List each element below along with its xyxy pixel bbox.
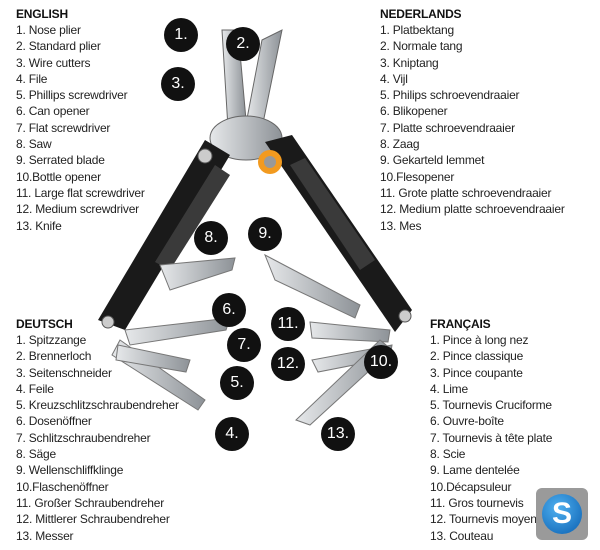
list-item: 4. File — [16, 71, 48, 86]
list-item: 4. Lime — [430, 381, 468, 396]
list-item: 4. Feile — [16, 381, 54, 396]
list-item: 10.Flaschenöffner — [16, 479, 109, 494]
list-item: 8. Säge — [16, 447, 56, 462]
list-item: 11. Gros tournevis — [430, 495, 524, 510]
list-item: 13. Mes — [380, 218, 422, 233]
list-item: 12. Medium platte schroevendraaier — [380, 202, 565, 217]
list-item: 1. Platbektang — [380, 23, 454, 37]
list-item: 2. Normale tang — [380, 39, 463, 54]
callout-6: 6. — [212, 293, 246, 327]
list-item: 9. Lame dentelée — [430, 463, 520, 478]
list-item: 12. Mittlerer Schraubendreher — [16, 512, 170, 527]
list-item: 4. Vijl — [380, 71, 408, 86]
callout-8: 8. — [194, 221, 228, 255]
list-item: 9. Gekarteld lemmet — [380, 153, 485, 168]
callout-10: 10. — [364, 345, 398, 379]
list-item: 8. Saw — [16, 137, 52, 152]
list-title: DEUTSCH — [16, 317, 73, 331]
list-item: 9. Serrated blade — [16, 153, 105, 168]
list-item: 6. Can opener — [16, 104, 90, 119]
list-item: 13. Messer — [16, 528, 74, 543]
list-item: 6. Blikopener — [380, 104, 448, 119]
deutsch-list: DEUTSCH 1. Spitzzange 2. Brennerloch 3. … — [16, 316, 179, 544]
list-item: 11. Grote platte schroevendraaier — [380, 185, 552, 200]
list-item: 7. Tournevis à tête plate — [430, 430, 553, 445]
callout-7: 7. — [227, 328, 261, 362]
logo-mark: S — [542, 494, 582, 534]
handles — [98, 135, 412, 332]
list-item: 3. Wire cutters — [16, 55, 91, 70]
list-item: 2. Standard plier — [16, 39, 101, 54]
list-item: 12. Medium screwdriver — [16, 202, 139, 217]
list-item: 11. Large flat screwdriver — [16, 185, 145, 200]
callout-5: 5. — [220, 366, 254, 400]
list-title: ENGLISH — [16, 7, 68, 21]
list-item: 10.Flesopener — [380, 169, 455, 184]
list-item: 5. Phillips screwdriver — [16, 88, 128, 103]
callout-13: 13. — [321, 417, 355, 451]
list-item: 13. Knife — [16, 218, 62, 233]
list-item: 8. Zaag — [380, 137, 420, 152]
list-item: 1. Pince à long nez — [430, 333, 529, 347]
left-tools — [111, 257, 236, 411]
callout-3: 3. — [161, 67, 195, 101]
callout-4: 4. — [215, 417, 249, 451]
callout-2: 2. — [226, 27, 260, 61]
english-list: ENGLISH 1. Nose plier 2. Standard plier … — [16, 6, 145, 234]
list-title: FRANÇAIS — [430, 317, 491, 331]
list-item: 13. Couteau — [430, 528, 494, 543]
list-item: 11. Großer Schraubendreher — [16, 495, 164, 510]
callout-12: 12. — [271, 347, 305, 381]
francais-list: FRANÇAIS 1. Pince à long nez 2. Pince cl… — [430, 316, 552, 544]
list-item: 12. Tournevis moyen — [430, 512, 537, 527]
nederlands-list: NEDERLANDS 1. Platbektang 2. Normale tan… — [380, 6, 565, 234]
list-item: 1. Nose plier — [16, 23, 81, 37]
list-item: 8. Scie — [430, 447, 466, 462]
list-item: 5. Philips schroevendraaier — [380, 88, 520, 103]
list-item: 3. Pince coupante — [430, 365, 523, 380]
list-item: 2. Pince classique — [430, 349, 524, 364]
list-item: 7. Flat screwdriver — [16, 120, 111, 135]
brand-logo: S — [536, 488, 588, 540]
list-item: 3. Kniptang — [380, 55, 439, 70]
list-item: 1. Spitzzange — [16, 333, 87, 347]
list-item: 2. Brennerloch — [16, 349, 92, 364]
callout-9: 9. — [248, 217, 282, 251]
list-item: 10.Bottle opener — [16, 169, 101, 184]
list-item: 5. Kreuzschlitzschraubendreher — [16, 398, 179, 413]
list-item: 7. Platte schroevendraaier — [380, 120, 515, 135]
list-item: 9. Wellenschliffklinge — [16, 463, 124, 478]
list-item: 6. Dosenöffner — [16, 414, 92, 429]
list-item: 6. Ouvre-boîte — [430, 414, 504, 429]
list-item: 7. Schlitzschraubendreher — [16, 430, 151, 445]
list-item: 10.Décapsuleur — [430, 479, 512, 494]
callout-11: 11. — [271, 307, 305, 341]
list-item: 5. Tournevis Cruciforme — [430, 398, 552, 413]
list-item: 3. Seitenschneider — [16, 365, 112, 380]
callout-1: 1. — [164, 18, 198, 52]
list-title: NEDERLANDS — [380, 7, 462, 21]
